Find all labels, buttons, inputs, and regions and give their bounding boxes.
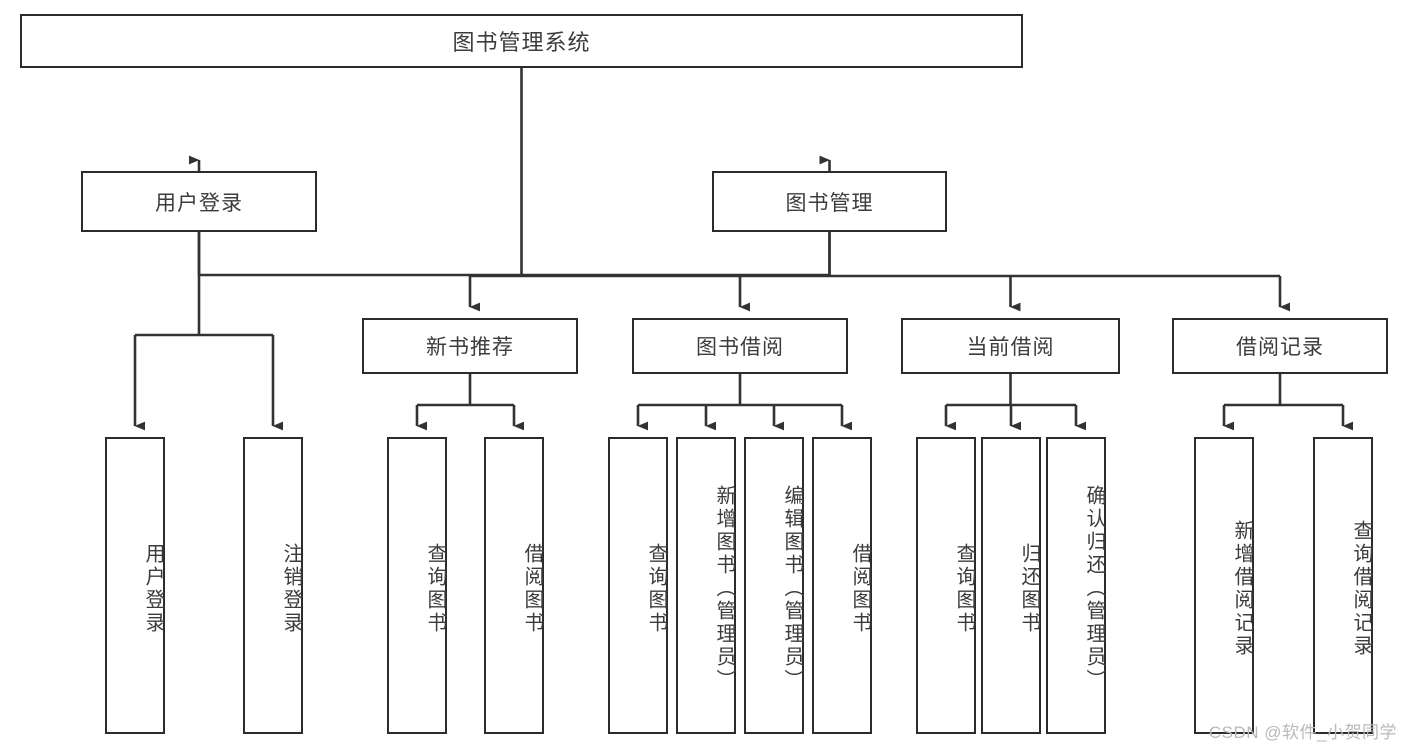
node-label: 当前借阅: [966, 336, 1055, 359]
node-label: 查询借阅记录: [1350, 519, 1372, 658]
node-label: 用户登录: [155, 191, 243, 215]
node-label: 查询图书: [424, 542, 446, 635]
node-label: 图书管理: [785, 191, 874, 215]
node-label: 图书管理系统: [452, 30, 591, 55]
node-leaf-borrow-book-rec[interactable]: 借阅图书: [484, 437, 544, 734]
node-leaf-user-logout[interactable]: 注销登录: [243, 437, 303, 734]
node-leaf-query-book-bb[interactable]: 查询图书: [608, 437, 668, 734]
csdn-watermark: CSDN @软件_小贺同学: [1208, 723, 1397, 742]
node-label: 查询图书: [953, 542, 975, 635]
node-leaf-edit-book[interactable]: 编辑图书（管理员）: [744, 437, 804, 734]
node-label: 查询图书: [645, 542, 667, 635]
node-leaf-user-login[interactable]: 用户登录: [105, 437, 165, 734]
node-leaf-confirm-return[interactable]: 确认归还（管理员）: [1046, 437, 1106, 734]
node-label: 注销登录: [280, 542, 302, 635]
node-label: 借阅图书: [849, 542, 871, 635]
node-label: 新增借阅记录: [1231, 519, 1253, 658]
node-root[interactable]: 图书管理系统: [20, 14, 1023, 68]
node-label: 借阅图书: [521, 542, 543, 635]
node-leaf-query-book-rec[interactable]: 查询图书: [387, 437, 447, 734]
node-leaf-query-book-cb[interactable]: 查询图书: [916, 437, 976, 734]
node-label: 归还图书: [1018, 542, 1040, 635]
node-current-borrow[interactable]: 当前借阅: [901, 318, 1120, 374]
node-label: 确认归还（管理员）: [1083, 485, 1105, 692]
node-new-book-rec[interactable]: 新书推荐: [362, 318, 578, 374]
node-leaf-add-book[interactable]: 新增图书（管理员）: [676, 437, 736, 734]
node-label: 图书借阅: [696, 336, 784, 359]
node-label: 新书推荐: [426, 336, 514, 359]
node-book-manage[interactable]: 图书管理: [712, 171, 947, 232]
node-leaf-return-book[interactable]: 归还图书: [981, 437, 1041, 734]
node-book-borrow[interactable]: 图书借阅: [632, 318, 848, 374]
node-borrow-record[interactable]: 借阅记录: [1172, 318, 1388, 374]
node-label: 用户登录: [142, 542, 164, 635]
node-leaf-query-record[interactable]: 查询借阅记录: [1313, 437, 1373, 734]
node-label: 新增图书（管理员）: [713, 485, 735, 692]
node-label: 编辑图书（管理员）: [781, 485, 803, 692]
node-user-login[interactable]: 用户登录: [81, 171, 317, 232]
node-leaf-add-record[interactable]: 新增借阅记录: [1194, 437, 1254, 734]
node-leaf-borrow-book-bb[interactable]: 借阅图书: [812, 437, 872, 734]
node-label: 借阅记录: [1236, 336, 1324, 359]
